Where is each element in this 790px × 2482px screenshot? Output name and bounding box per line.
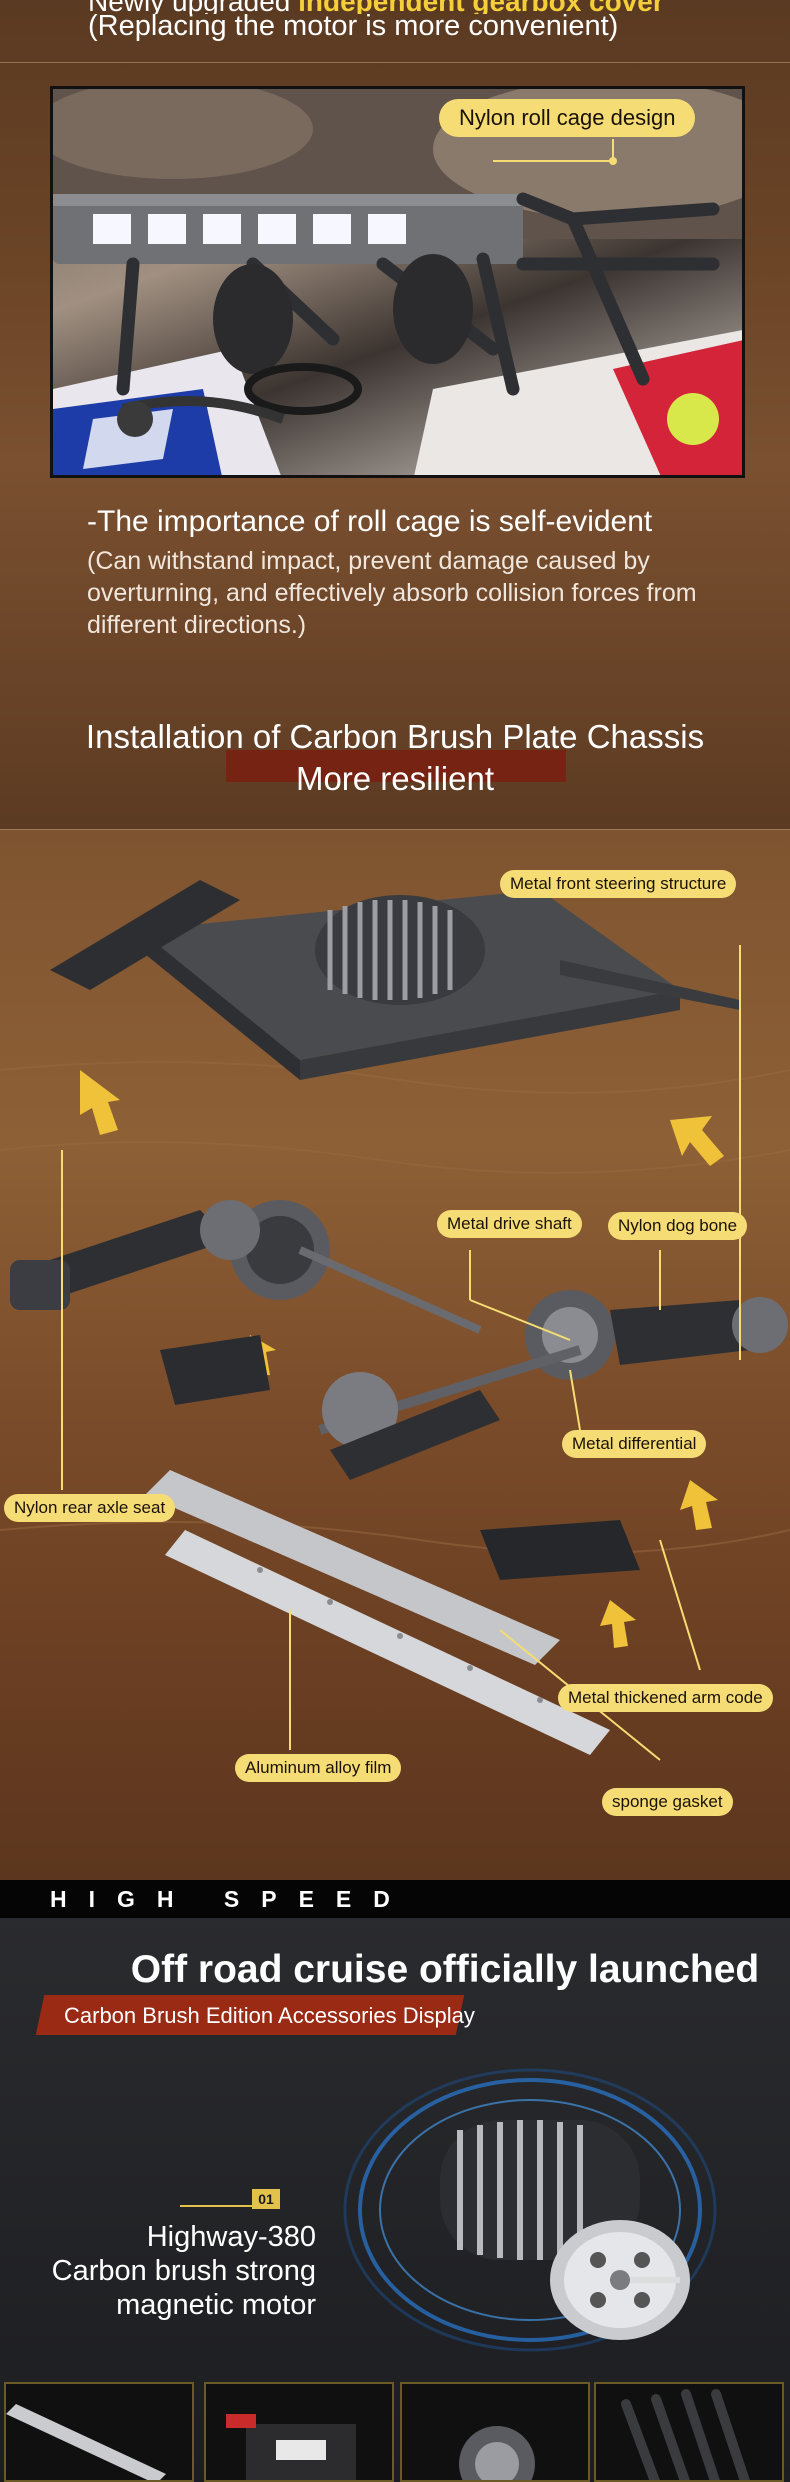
motor-photo — [330, 2040, 770, 2370]
roll-cage-illustration — [53, 89, 742, 475]
label-dog-bone: Nylon dog bone — [608, 1212, 748, 1240]
label-arm-code: Metal thickened arm code — [558, 1684, 773, 1712]
accessory-gear-image — [459, 2426, 535, 2480]
accessory-thumb-1[interactable] — [4, 2382, 194, 2482]
top-cut-heading: Newly upgraded independent gearbox cover — [88, 0, 708, 14]
motor-line-2: Carbon brush strong — [51, 2255, 316, 2287]
section-heading-line2: More resilient — [295, 760, 495, 797]
launch-title: Off road cruise officially launched — [130, 1948, 760, 1991]
accessory-thumb-3[interactable] — [400, 2382, 590, 2482]
roll-cage-photo: Nylon roll cage design — [50, 86, 745, 478]
label-front-steering: Metal front steering structure — [500, 870, 737, 898]
heading-accent-band — [226, 750, 566, 782]
accessory-esc-image — [226, 2414, 356, 2480]
accessory-plate-image — [6, 2404, 166, 2480]
section-heading-line1: Installation of Carbon Brush Plate Chass… — [85, 718, 705, 755]
roll-cage-section: Newly upgraded independent gearbox cover… — [0, 0, 790, 840]
nylon-roll-cage-tag: Nylon roll cage design — [439, 99, 696, 137]
chassis-exploded-illustration — [0, 880, 790, 1761]
top-subtitle: (Replacing the motor is more convenient) — [88, 10, 619, 42]
label-alloy-film: Aluminum alloy film — [235, 1754, 402, 1782]
divider — [0, 62, 790, 63]
accessory-thumb-4[interactable] — [594, 2382, 784, 2482]
accessory-shocks-image — [621, 2389, 750, 2480]
label-sponge: sponge gasket — [602, 1788, 733, 1816]
label-drive-shaft: Metal drive shaft — [437, 1210, 582, 1238]
motor-line-3: magnetic motor — [116, 2289, 316, 2321]
label-rear-axle: Nylon rear axle seat — [4, 1494, 176, 1522]
high-speed-text: HIGH SPEED — [50, 1886, 412, 1912]
motor-description: Highway-380 Carbon brush strong magnetic… — [40, 2220, 316, 2322]
accessory-thumb-2[interactable] — [204, 2382, 394, 2482]
banner-text: Carbon Brush Edition Accessories Display — [64, 2003, 475, 2028]
divider — [0, 829, 790, 830]
label-differential: Metal differential — [562, 1430, 707, 1458]
high-speed-bar — [0, 1880, 790, 1918]
badge-underline — [180, 2205, 280, 2207]
chassis-exploded-section: Metal front steering structure Metal dri… — [0, 830, 790, 1880]
item-number-badge: 01 — [252, 2189, 280, 2209]
motor-line-1: Highway-380 — [146, 2221, 316, 2253]
lead-text: -The importance of roll cage is self-evi… — [87, 505, 653, 538]
motor-illustration — [343, 2068, 717, 2352]
description-paragraph: (Can withstand impact, prevent damage ca… — [87, 547, 697, 639]
